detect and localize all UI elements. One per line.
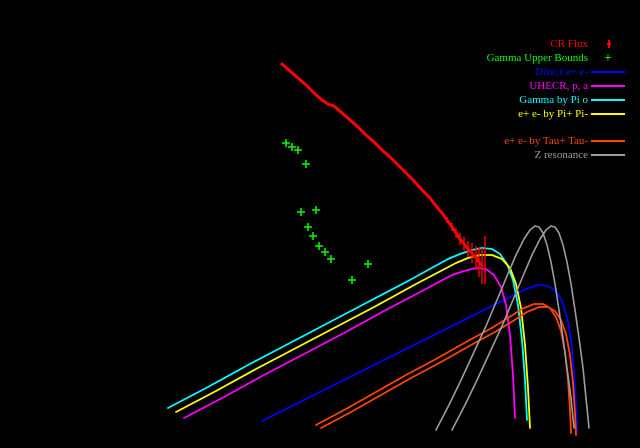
legend-label-gamma-pi0: Gamma by Pi o (519, 94, 588, 106)
legend-label-epem-taum: e+ e- by Tau+ Tau- (504, 135, 588, 147)
legend-label-direct-epem: Direct e+ e- (535, 66, 588, 78)
gamma-pi0-line-marker-icon (588, 93, 628, 107)
legend-group-2: e+ e- by Tau+ Tau- Z resonance (487, 134, 628, 162)
legend-item-z-resonance: Z resonance (487, 148, 628, 162)
legend-label-z-resonance: Z resonance (534, 149, 588, 161)
legend-item-gamma-pi0: Gamma by Pi o (487, 93, 628, 107)
epem-pipm-line-marker-icon (588, 107, 628, 121)
legend-item-gamma-upper-bounds: Gamma Upper Bounds (487, 51, 628, 65)
curve-z-resonance-a (435, 225, 575, 431)
epem-taum-line-marker-icon (588, 134, 628, 148)
curve-z-resonance-b (451, 225, 590, 431)
legend: CR Flux Gamma Upper Bounds Direct e+ e- … (487, 37, 628, 175)
legend-item-cr-flux: CR Flux (487, 37, 628, 51)
legend-label-cr-flux: CR Flux (550, 38, 588, 50)
z-resonance-line-marker-icon (588, 148, 628, 162)
curve-gamma-pi0 (167, 247, 528, 421)
legend-item-uhecr: UHECR, p, a (487, 79, 628, 93)
legend-label-uhecr: UHECR, p, a (529, 80, 588, 92)
curve-direct-epem (261, 284, 578, 433)
direct-epem-line-marker-icon (588, 65, 628, 79)
legend-item-epem-pipm: e+ e- by Pi+ Pi- (487, 107, 628, 121)
legend-label-gamma-upper-bounds: Gamma Upper Bounds (486, 52, 588, 64)
uhecr-line-marker-icon (588, 79, 628, 93)
curve-epem-taum-b (320, 306, 577, 436)
cr-flux-point-marker-icon (588, 37, 628, 51)
legend-group-1: CR Flux Gamma Upper Bounds Direct e+ e- … (487, 37, 628, 121)
curve-epem-taum-a (315, 303, 572, 434)
gamma-upper-bounds-markers (282, 139, 372, 284)
legend-item-direct-epem: Direct e+ e- (487, 65, 628, 79)
legend-item-epem-taum: e+ e- by Tau+ Tau- (487, 134, 628, 148)
plus-marker-icon (588, 51, 628, 65)
legend-label-epem-pipm: e+ e- by Pi+ Pi- (518, 108, 588, 120)
